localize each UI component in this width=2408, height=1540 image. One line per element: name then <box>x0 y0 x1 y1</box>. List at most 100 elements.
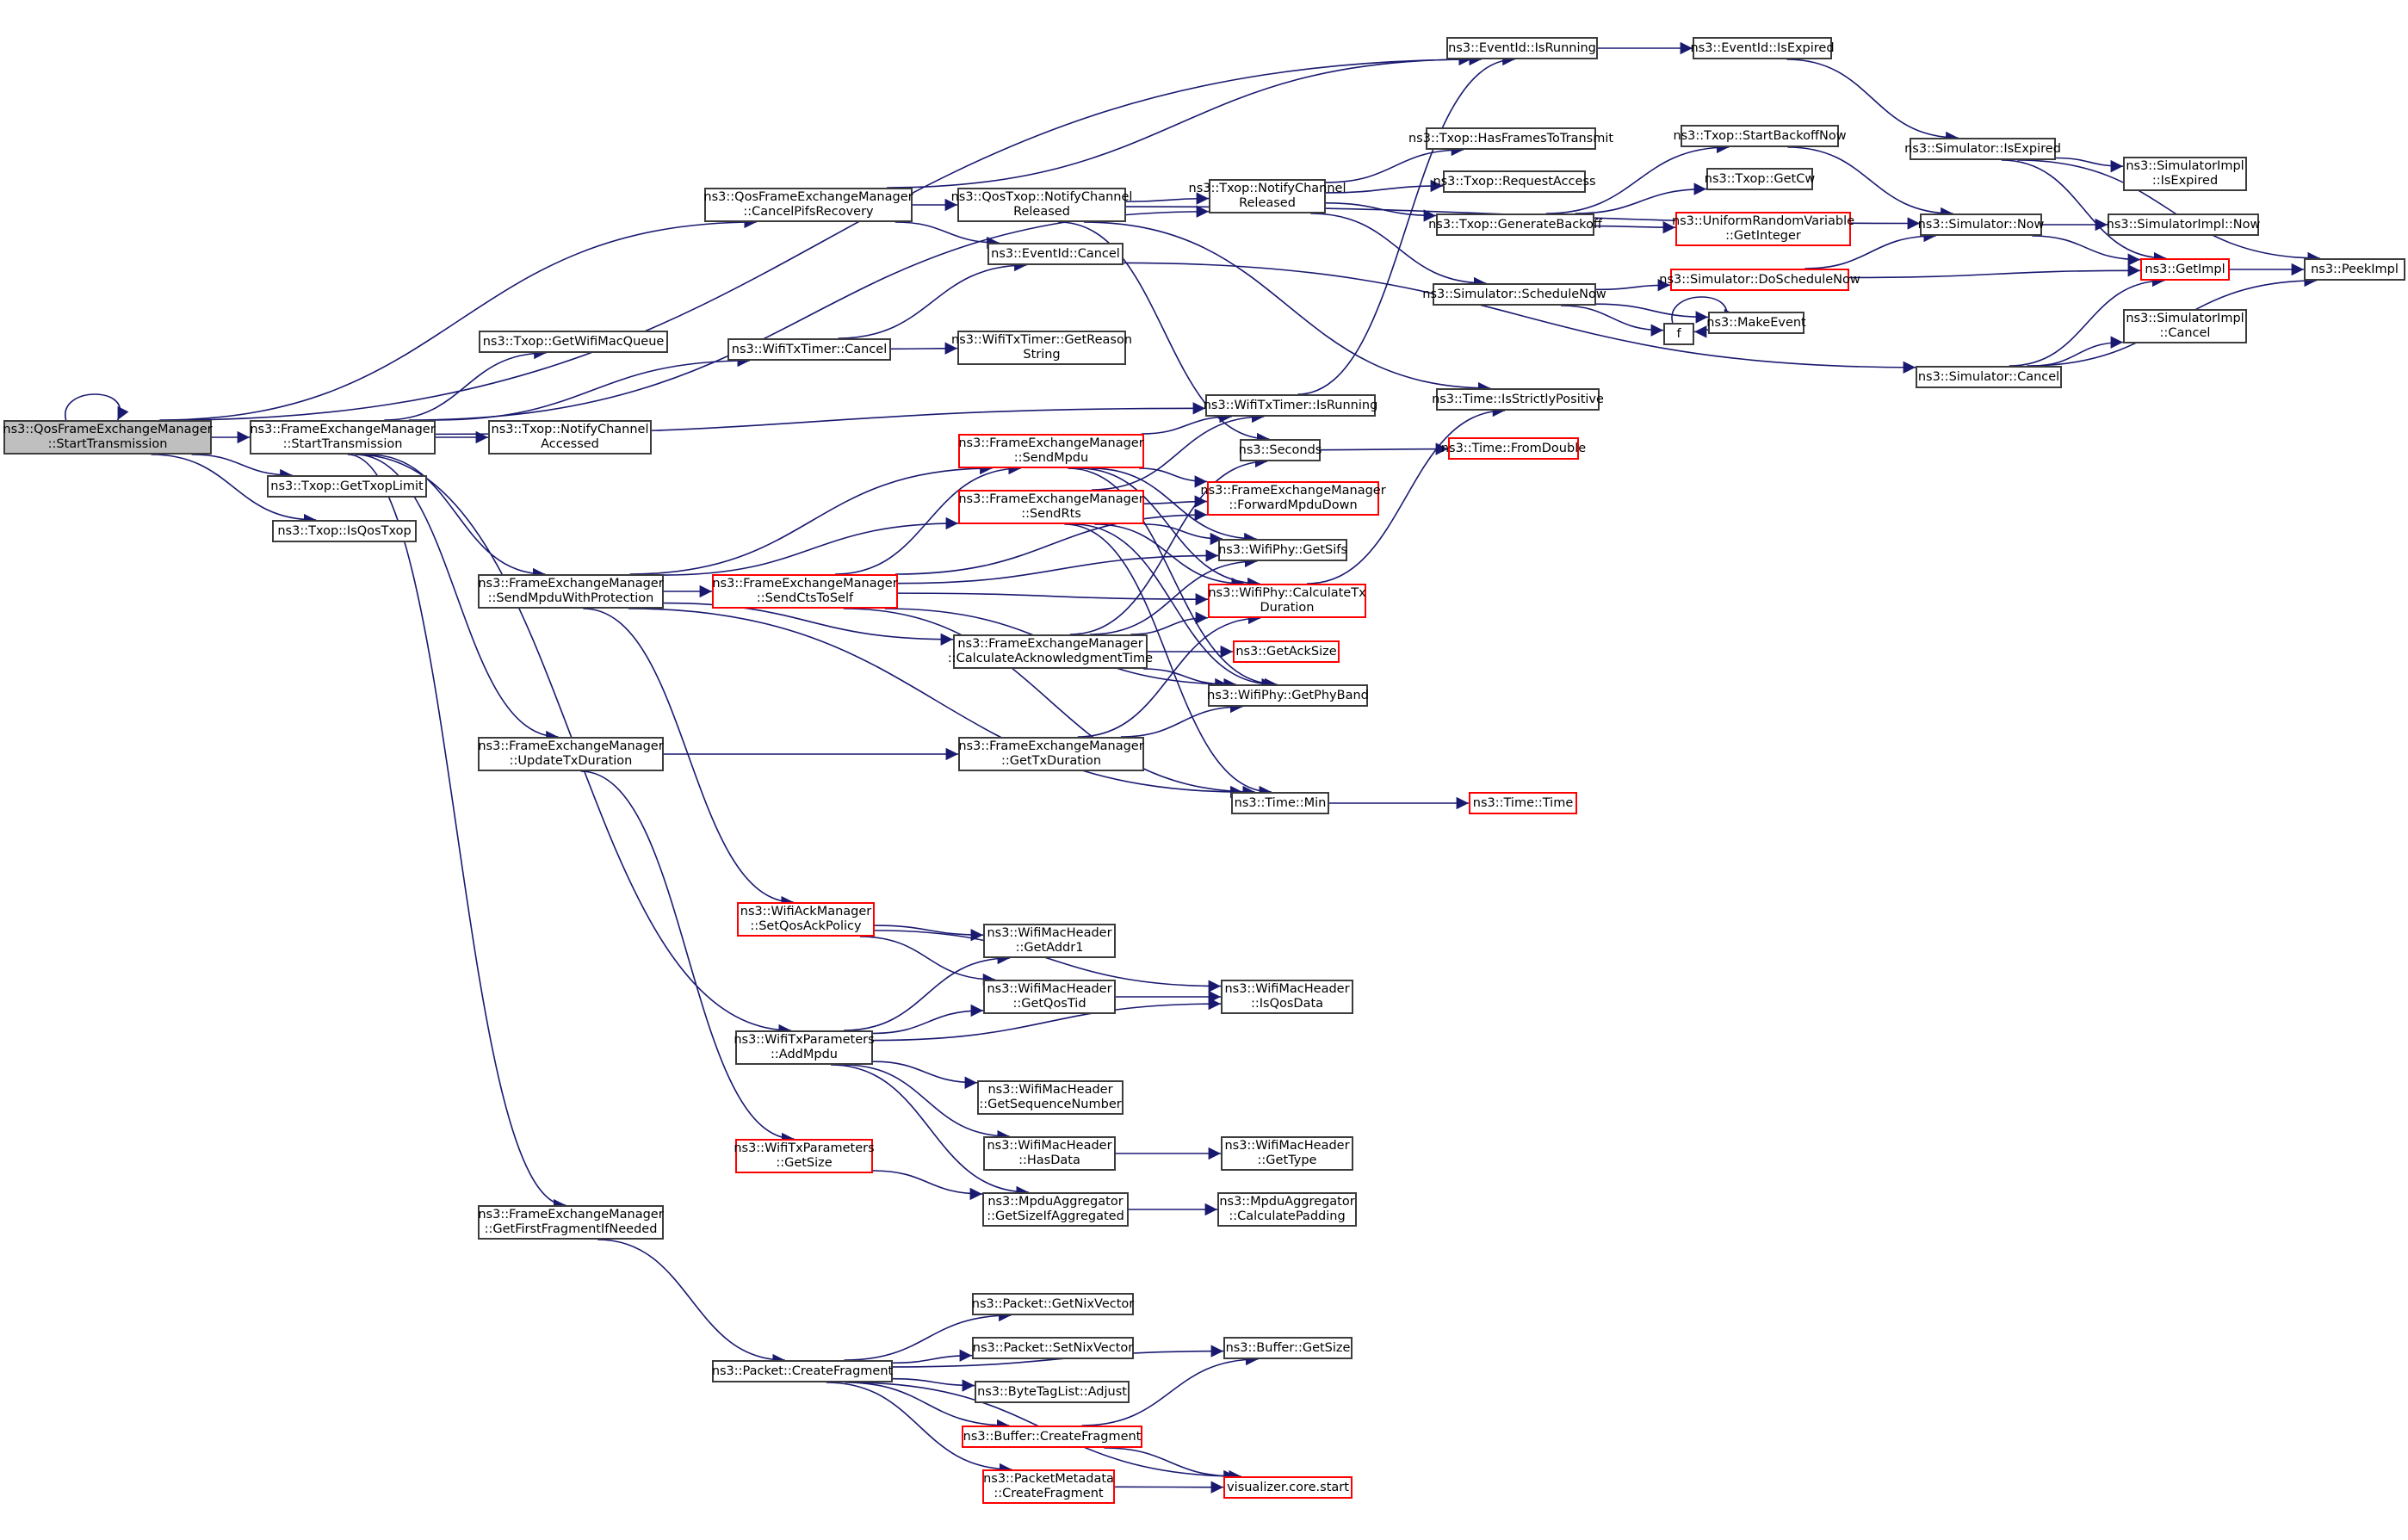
graph-node-from-double[interactable]: ns3::Time::FromDouble <box>1441 437 1586 460</box>
call-edge-buf-create-frag-to-buf-size <box>1081 1352 1259 1426</box>
call-edge-send-rts-to-timer-running <box>1092 410 1265 491</box>
graph-node-sim-expired[interactable]: ns3::Simulator::IsExpired <box>1904 138 2061 160</box>
graph-node-buf-create-frag[interactable]: ns3::Buffer::CreateFragment <box>962 1426 1142 1448</box>
graph-node-calc-tx-dur[interactable]: ns3::WifiPhy::CalculateTx Duration <box>1208 584 1366 618</box>
call-edge-send-cts-self-to-fwd-mpdu-down <box>894 508 1208 575</box>
graph-node-btl-adjust[interactable]: ns3::ByteTagList::Adjust <box>975 1381 1130 1403</box>
graph-node-sched-now[interactable]: ns3::Simulator::ScheduleNow <box>1422 283 1606 306</box>
graph-node-agg-size[interactable]: ns3::MpduAggregator ::GetSizeIfAggregate… <box>982 1192 1129 1227</box>
call-edge-send-mpdu-to-calc-tx-dur <box>1078 467 1260 591</box>
graph-node-do-sched-now[interactable]: ns3::Simulator::DoScheduleNow <box>1659 269 1860 291</box>
graph-node-seconds[interactable]: ns3::Seconds <box>1239 439 1322 461</box>
call-edge-send-rts-to-time-min <box>1064 523 1272 799</box>
graph-node-peek-impl[interactable]: ns3::PeekImpl <box>2304 258 2405 281</box>
graph-node-txparams-size[interactable]: ns3::WifiTxParameters ::GetSize <box>734 1139 875 1173</box>
call-edge-calc-ack-time-to-get-sifs <box>1089 554 1258 635</box>
graph-node-simimpl-now[interactable]: ns3::SimulatorImpl::Now <box>2107 213 2260 236</box>
graph-node-start-backoff[interactable]: ns3::Txop::StartBackoffNow <box>1673 125 1847 147</box>
graph-node-viz-start[interactable]: visualizer.core.start <box>1223 1476 1353 1499</box>
graph-node-get-phy-band[interactable]: ns3::WifiPhy::GetPhyBand <box>1207 684 1369 707</box>
graph-node-make-event[interactable]: ns3::MakeEvent <box>1706 312 1806 334</box>
call-edge-cancel-pifs-to-eventid-running <box>887 53 1471 189</box>
graph-node-hdr-seq[interactable]: ns3::WifiMacHeader ::GetSequenceNumber <box>977 1080 1124 1115</box>
graph-node-agg-padding[interactable]: ns3::MpduAggregator ::CalculatePadding <box>1217 1192 1357 1227</box>
graph-node-eventid-running[interactable]: ns3::EventId::IsRunning <box>1446 37 1598 59</box>
graph-node-buf-size[interactable]: ns3::Buffer::GetSize <box>1223 1337 1353 1359</box>
call-edge-sim-now-to-get-impl <box>2032 235 2141 266</box>
call-edge-add-mpdu-to-hdr-qos-tid <box>872 1004 984 1035</box>
graph-node-get-nix[interactable]: ns3::Packet::GetNixVector <box>972 1293 1134 1315</box>
graph-node-set-nix[interactable]: ns3::Packet::SetNixVector <box>972 1337 1134 1359</box>
graph-node-f[interactable]: f <box>1663 323 1694 345</box>
graph-node-get-cw[interactable]: ns3::Txop::GetCw <box>1705 168 1815 190</box>
graph-node-send-cts-self[interactable]: ns3::FrameExchangeManager ::SendCtsToSel… <box>712 574 898 609</box>
graph-node-sim-now[interactable]: ns3::Simulator::Now <box>1918 213 2044 236</box>
graph-node-timer-cancel[interactable]: ns3::WifiTxTimer::Cancel <box>727 338 891 361</box>
graph-node-pkt-create-frag[interactable]: ns3::Packet::CreateFragment <box>712 1360 893 1382</box>
graph-node-sim-cancel[interactable]: ns3::Simulator::Cancel <box>1916 366 2062 388</box>
graph-node-set-qos-ack[interactable]: ns3::WifiAckManager ::SetQosAckPolicy <box>737 902 875 937</box>
graph-node-meta-create-frag[interactable]: ns3::PacketMetadata ::CreateFragment <box>982 1469 1115 1504</box>
call-edge-send-rts-to-get-phy-band <box>1073 523 1274 691</box>
graph-node-notify-accessed[interactable]: ns3::Txop::NotifyChannel Accessed <box>488 420 652 455</box>
call-edge-send-mpdu-prot-to-time-min <box>628 608 1243 799</box>
call-edge-txop-notify-rel-to-has-frames <box>1325 143 1464 183</box>
graph-node-get-first-frag[interactable]: ns3::FrameExchangeManager ::GetFirstFrag… <box>478 1205 664 1240</box>
graph-node-urv-get-int[interactable]: ns3::UniformRandomVariable ::GetInteger <box>1672 212 1854 246</box>
graph-node-calc-ack-time[interactable]: ns3::FrameExchangeManager ::CalculateAck… <box>948 634 1153 669</box>
graph-node-time-min[interactable]: ns3::Time::Min <box>1231 792 1329 814</box>
graph-node-cancel-pifs[interactable]: ns3::QosFrameExchangeManager ::CancelPif… <box>703 188 913 222</box>
graph-node-time-time[interactable]: ns3::Time::Time <box>1469 792 1577 814</box>
call-edge-send-mpdu-prot-to-send-mpdu <box>629 461 993 575</box>
graph-node-root[interactable]: ns3::QosFrameExchangeManager ::StartTran… <box>3 420 213 455</box>
graph-node-timer-running[interactable]: ns3::WifiTxTimer::IsRunning <box>1204 394 1377 417</box>
call-edge-send-cts-self-to-time-min <box>843 608 1255 799</box>
graph-node-eventid-expired[interactable]: ns3::EventId::IsExpired <box>1690 37 1835 59</box>
graph-node-simimpl-expired[interactable]: ns3::SimulatorImpl ::IsExpired <box>2123 157 2247 191</box>
graph-node-txop-limit[interactable]: ns3::Txop::GetTxopLimit <box>267 475 427 498</box>
call-edge-send-cts-self-to-get-sifs <box>897 549 1219 584</box>
graph-node-send-rts[interactable]: ns3::FrameExchangeManager ::SendRts <box>958 490 1144 524</box>
graph-node-send-mpdu-prot[interactable]: ns3::FrameExchangeManager ::SendMpduWith… <box>478 574 664 609</box>
graph-node-hdr-is-qos[interactable]: ns3::WifiMacHeader ::IsQosData <box>1221 980 1353 1014</box>
call-edge-gen-backoff-to-get-cw <box>1575 182 1707 214</box>
graph-node-hdr-addr1[interactable]: ns3::WifiMacHeader ::GetAddr1 <box>983 924 1116 958</box>
graph-node-hdr-type[interactable]: ns3::WifiMacHeader ::GetType <box>1221 1136 1353 1171</box>
graph-node-txop-notify-rel[interactable]: ns3::Txop::NotifyChannel Released <box>1189 179 1346 213</box>
graph-node-strictly-pos[interactable]: ns3::Time::IsStrictlyPositive <box>1432 388 1604 411</box>
call-edge-add-mpdu-to-hdr-has-data <box>844 1064 1010 1143</box>
graph-node-update-tx-dur[interactable]: ns3::FrameExchangeManager ::UpdateTxDura… <box>478 737 664 771</box>
call-edge-calc-ack-time-to-seconds <box>1069 455 1268 635</box>
call-edge-sim-cancel-to-get-impl <box>2009 274 2165 367</box>
graph-node-reason-string[interactable]: ns3::WifiTxTimer::GetReason String <box>951 331 1132 365</box>
graph-node-get-mac-queue[interactable]: ns3::Txop::GetWifiMacQueue <box>479 331 668 353</box>
call-edge-seconds-to-from-double <box>1320 442 1449 455</box>
graph-node-gen-backoff[interactable]: ns3::Txop::GenerateBackoff <box>1428 213 1602 236</box>
call-edge-root-to-root <box>65 393 129 421</box>
call-edge-do-sched-now-to-get-impl <box>1848 264 2141 279</box>
call-edge-buf-create-frag-to-viz-start <box>1104 1447 1236 1483</box>
graph-node-get-tx-dur[interactable]: ns3::FrameExchangeManager ::GetTxDuratio… <box>958 737 1144 771</box>
graph-node-simimpl-cancel[interactable]: ns3::SimulatorImpl ::Cancel <box>2123 309 2247 343</box>
graph-node-fem-start[interactable]: ns3::FrameExchangeManager ::StartTransmi… <box>250 420 436 455</box>
graph-node-get-sifs[interactable]: ns3::WifiPhy::GetSifs <box>1218 539 1347 561</box>
graph-node-hdr-qos-tid[interactable]: ns3::WifiMacHeader ::GetQosTid <box>983 980 1116 1014</box>
graph-node-eventid-cancel[interactable]: ns3::EventId::Cancel <box>987 243 1124 265</box>
call-edge-pkt-create-frag-to-get-nix <box>844 1308 1012 1361</box>
graph-node-send-mpdu[interactable]: ns3::FrameExchangeManager ::SendMpdu <box>958 434 1144 468</box>
graph-node-fwd-mpdu-down[interactable]: ns3::FrameExchangeManager ::ForwardMpduD… <box>1200 481 1386 516</box>
graph-node-is-qos-txop[interactable]: ns3::Txop::IsQosTxop <box>272 520 417 542</box>
graph-node-qos-notify-rel[interactable]: ns3::QosTxop::NotifyChannel Released <box>951 188 1132 222</box>
call-edge-root-to-is-qos-txop <box>151 454 317 527</box>
graph-node-has-frames[interactable]: ns3::Txop::HasFramesToTransmit <box>1408 127 1613 150</box>
call-edge-txparams-size-to-agg-size <box>872 1170 983 1201</box>
graph-node-add-mpdu[interactable]: ns3::WifiTxParameters ::AddMpdu <box>734 1030 875 1065</box>
call-edge-root-to-eventid-running <box>170 53 1482 421</box>
graph-node-hdr-has-data[interactable]: ns3::WifiMacHeader ::HasData <box>983 1136 1116 1171</box>
call-edge-make-event-to-f <box>1693 325 1709 338</box>
call-edge-gen-backoff-to-urv-get-int <box>1594 221 1676 234</box>
graph-node-get-impl[interactable]: ns3::GetImpl <box>2140 258 2230 281</box>
graph-node-get-ack-size[interactable]: ns3::GetAckSize <box>1233 640 1340 663</box>
graph-node-request-access[interactable]: ns3::Txop::RequestAccess <box>1433 170 1596 193</box>
